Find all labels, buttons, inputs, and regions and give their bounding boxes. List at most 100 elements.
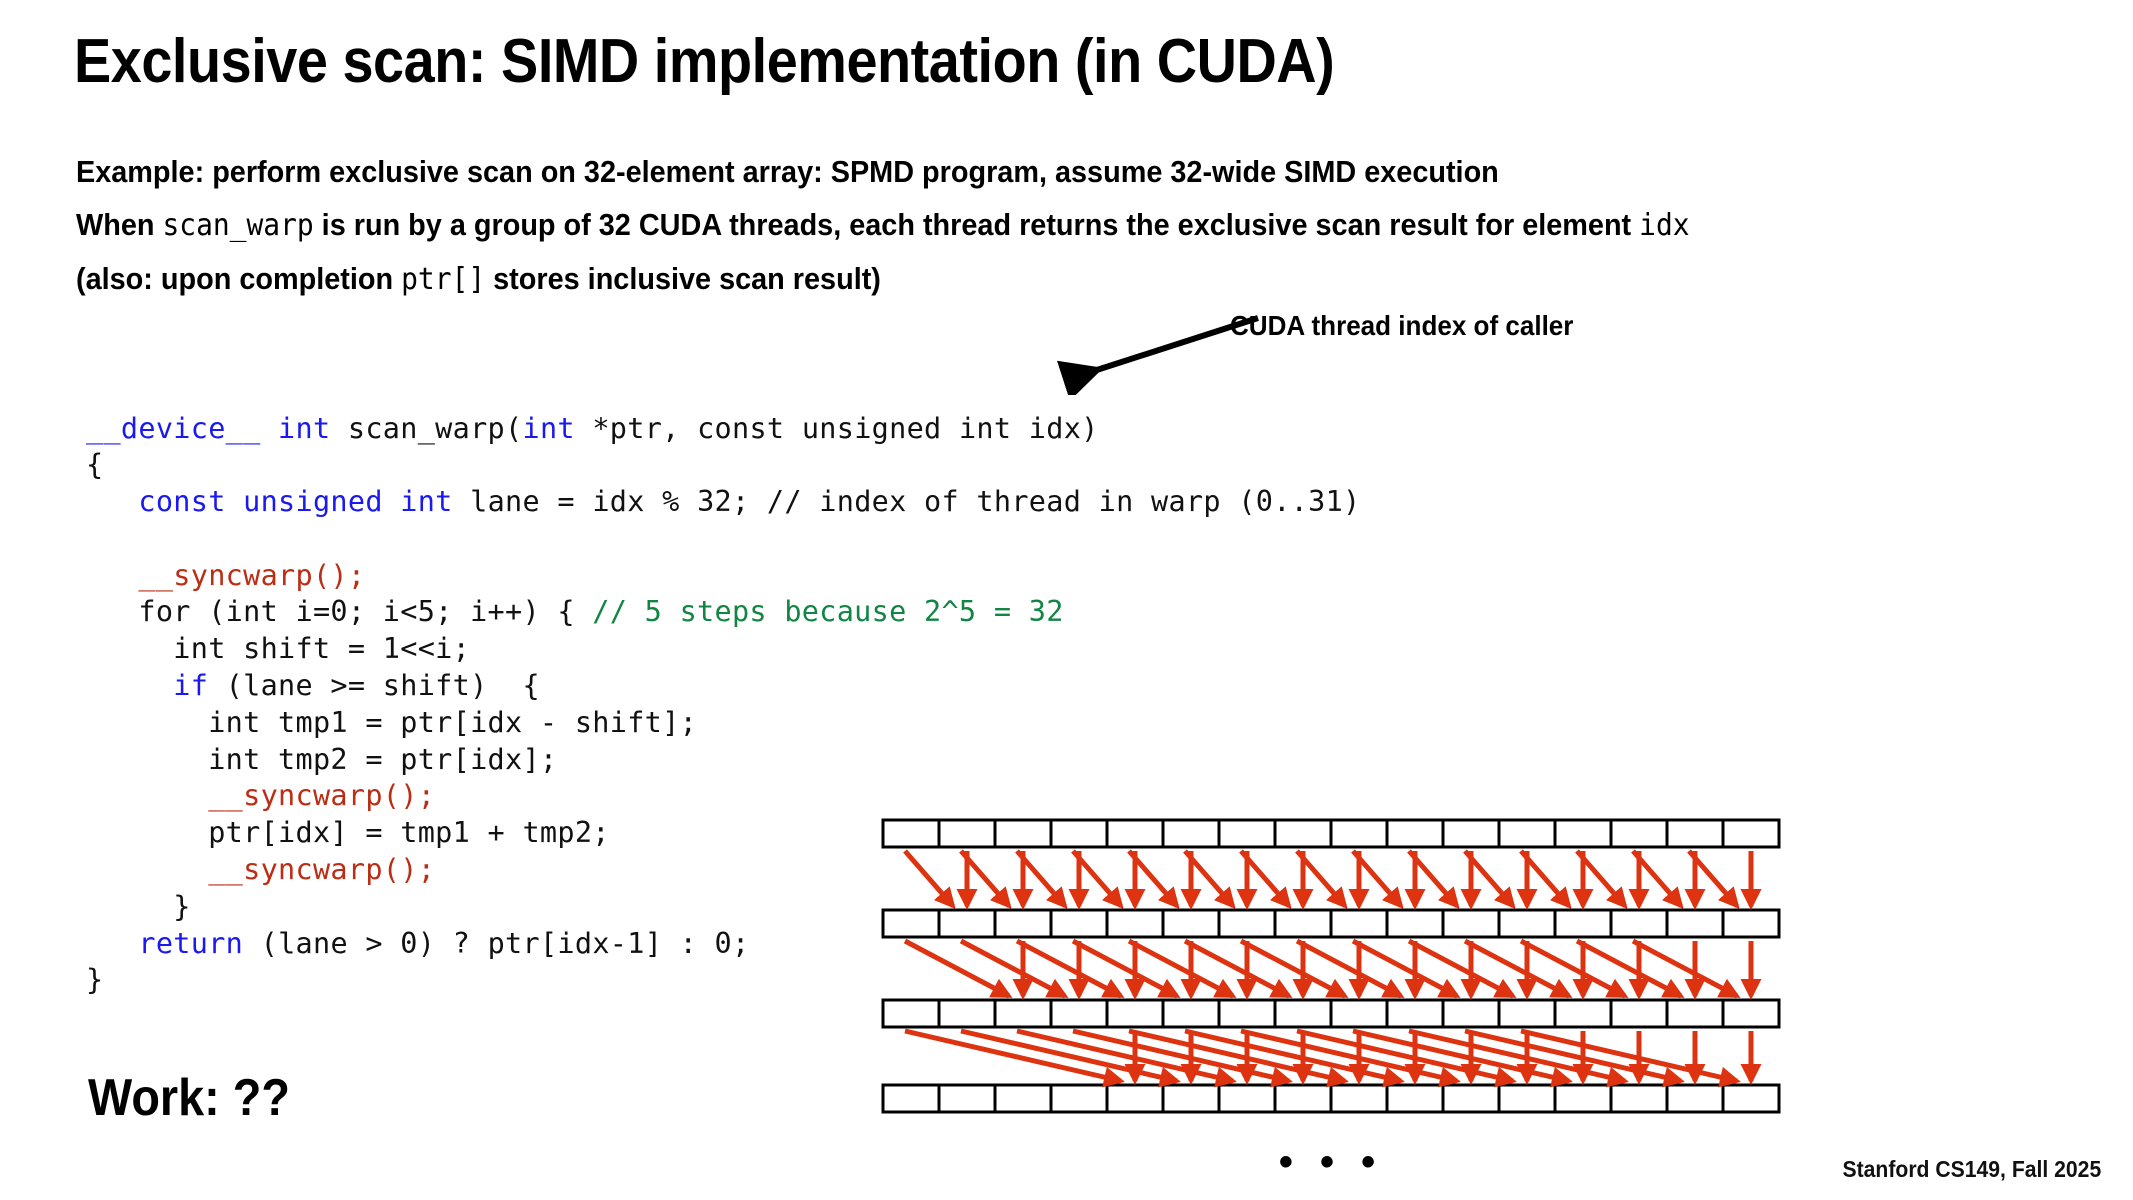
- array-cell: [1665, 818, 1725, 849]
- array-cell: [881, 818, 941, 849]
- code-block: __device__ int scan_warp(int *ptr, const…: [86, 411, 1361, 1000]
- array-row: [881, 1083, 1781, 1114]
- code-token-plain: {: [86, 448, 104, 482]
- code-token-plain: (lane > 0) ? ptr[idx-1] : 0;: [243, 926, 750, 960]
- scan-arrow-diagonal: [1631, 938, 1741, 999]
- subtitle-line-2-code-idx: idx: [1639, 208, 1690, 243]
- scan-arrow-diagonal: [1351, 849, 1404, 910]
- subtitle-line-2: When scan_warp is run by a group of 32 C…: [76, 198, 1899, 252]
- code-token-plain: [86, 485, 138, 518]
- code-token-plain: }: [86, 889, 191, 923]
- scan-arrow-diagonal: [1519, 849, 1572, 910]
- array-cell: [1273, 1083, 1333, 1114]
- array-cell: [1721, 998, 1781, 1029]
- code-line: if (lane >= shift) {: [86, 669, 540, 702]
- subtitle-line-2-code-scan-warp: scan_warp: [162, 208, 314, 243]
- arrow-group-step-2: [903, 938, 1762, 1000]
- code-token-sync: __syncwarp();: [208, 779, 436, 813]
- scan-arrow-diagonal: [1015, 849, 1068, 910]
- array-cell: [881, 908, 941, 939]
- array-cell: [1217, 998, 1277, 1029]
- array-cell: [1665, 1083, 1725, 1114]
- array-cell: [1217, 818, 1277, 849]
- array-cell: [937, 818, 997, 849]
- array-cell: [1273, 818, 1333, 849]
- array-cell: [1329, 1083, 1389, 1114]
- arrow-group-step-3: [904, 1028, 1762, 1088]
- continuation-ellipsis: • • •: [1278, 1140, 1384, 1184]
- code-token-plain: int tmp1 = ptr[idx - shift];: [86, 705, 698, 739]
- array-cell: [937, 1083, 997, 1114]
- scan-arrow-diagonal: [959, 849, 1012, 910]
- subtitle-line-3-part-a: (also: upon completion: [76, 261, 402, 296]
- scan-arrow-diagonal: [1351, 938, 1461, 999]
- array-cell: [1105, 908, 1165, 939]
- subtitle-line-3: (also: upon completion ptr[] stores incl…: [76, 252, 1899, 306]
- array-cell: [881, 1083, 941, 1114]
- code-token-kw: return: [138, 926, 244, 960]
- code-token-kw: const unsigned int: [138, 485, 453, 519]
- scan-arrow-diagonal: [960, 1028, 1181, 1088]
- array-cell: [993, 998, 1053, 1029]
- array-cell: [993, 908, 1053, 939]
- arrow-group-step-1: [903, 849, 1762, 910]
- scan-arrow-diagonal: [1352, 1028, 1573, 1088]
- code-line: int shift = 1<<i;: [86, 632, 470, 665]
- scan-arrow-diagonal: [1239, 938, 1349, 999]
- code-token-kw: if: [173, 669, 209, 703]
- scan-arrow-diagonal: [1463, 938, 1573, 999]
- scan-arrow-diagonal: [1575, 938, 1685, 999]
- code-line: }: [86, 890, 191, 923]
- array-cell: [1049, 818, 1109, 849]
- code-token-plain: for (int i=0; i<5; i++) {: [86, 595, 593, 629]
- array-cell: [1721, 908, 1781, 939]
- scan-arrow-diagonal: [1127, 938, 1237, 999]
- array-cell: [1497, 1083, 1557, 1114]
- array-cell: [1441, 998, 1501, 1029]
- code-token-plain: int shift = 1<<i;: [86, 632, 471, 666]
- code-token-plain: int tmp2 = ptr[idx];: [86, 742, 558, 776]
- array-cell: [1049, 1083, 1109, 1114]
- scan-arrow-diagonal: [1463, 849, 1516, 910]
- array-cell: [1665, 998, 1725, 1029]
- array-cell: [1385, 818, 1445, 849]
- array-cell: [1329, 998, 1389, 1029]
- array-cell: [1385, 998, 1445, 1029]
- array-cell: [1217, 1083, 1277, 1114]
- code-token-sync: __syncwarp();: [208, 853, 436, 887]
- array-cell: [1609, 908, 1669, 939]
- scan-network-diagram: • • •: [880, 805, 1800, 1185]
- scan-arrow-diagonal: [1295, 849, 1348, 910]
- array-cell: [1217, 908, 1277, 939]
- scan-arrow-diagonal: [1408, 1028, 1629, 1088]
- array-cell: [1441, 818, 1501, 849]
- scan-arrow-diagonal: [1071, 938, 1181, 999]
- scan-arrow-diagonal: [1295, 938, 1405, 999]
- scan-arrow-diagonal: [904, 1028, 1125, 1088]
- scan-arrow-diagonal: [1016, 1028, 1237, 1088]
- work-label: Work: ??: [88, 1069, 290, 1127]
- array-cell: [1553, 818, 1613, 849]
- scan-arrow-diagonal: [959, 938, 1069, 999]
- code-token-plain: scan_warp(: [347, 411, 523, 445]
- code-token-kw: __device__ int: [86, 411, 348, 445]
- code-line: int tmp1 = ptr[idx - shift];: [86, 706, 697, 739]
- scan-arrow-diagonal: [1240, 1028, 1461, 1088]
- array-cell: [1609, 1083, 1669, 1114]
- code-token-plain: }: [86, 963, 104, 997]
- array-cell: [881, 998, 941, 1029]
- subtitle-line-3-part-b: stores inclusive scan result): [485, 261, 881, 296]
- array-cell: [1105, 818, 1165, 849]
- code-line: {: [86, 448, 103, 481]
- code-line: ptr[idx] = tmp1 + tmp2;: [86, 816, 610, 849]
- array-cell: [993, 818, 1053, 849]
- code-line: const unsigned int lane = idx % 32; // i…: [86, 485, 1361, 518]
- code-line: int tmp2 = ptr[idx];: [86, 743, 557, 776]
- code-line: for (int i=0; i<5; i++) { // 5 steps bec…: [86, 595, 1064, 628]
- array-cell: [1441, 1083, 1501, 1114]
- array-cell: [1553, 998, 1613, 1029]
- scan-arrow-diagonal: [1183, 938, 1293, 999]
- scan-arrow-diagonal: [1183, 849, 1236, 910]
- scan-arrow-diagonal: [1184, 1028, 1405, 1088]
